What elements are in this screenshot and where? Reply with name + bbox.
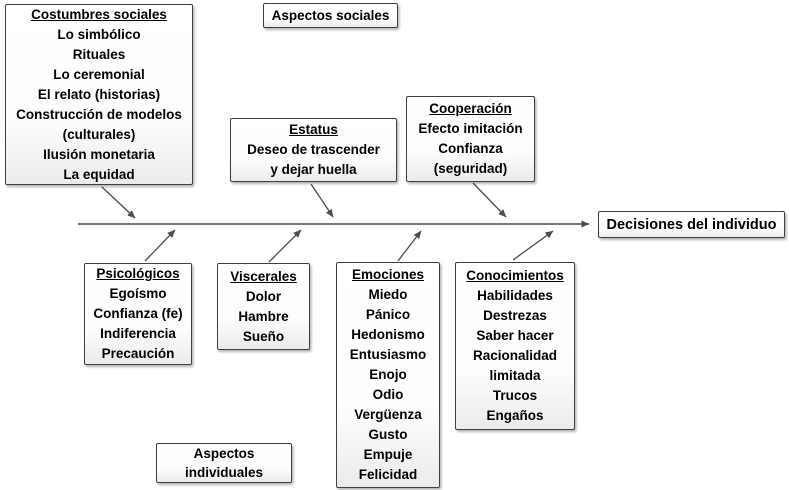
- cause-box-header: Emociones: [351, 267, 425, 282]
- cause-box-header: Viscerales: [230, 268, 297, 284]
- cause-item: Rituales: [72, 46, 126, 62]
- cause-box-costumbres-sociales: Costumbres sociales Lo simbólico Rituale…: [5, 4, 193, 185]
- cause-item: Ilusión monetaria: [43, 146, 155, 162]
- group-label-aspectos-sociales: Aspectos sociales: [263, 3, 398, 28]
- cause-box-header: Conocimientos: [466, 268, 564, 283]
- cause-item: Deseo de trascender y dejar huella: [247, 142, 380, 177]
- effect-box-label: Decisiones del individuo: [606, 216, 777, 233]
- cause-item: Lo simbólico: [57, 26, 141, 42]
- cause-box-emociones: Emociones Miedo Pánico Hedonismo Entusia…: [336, 262, 440, 488]
- cause-item: Gusto: [368, 427, 408, 442]
- group-label-text: Aspectos sociales: [271, 8, 390, 23]
- cause-item: Efecto imitación: [418, 121, 523, 136]
- arrow-emociones-to-spine: [397, 230, 422, 262]
- cause-item: Hedonismo: [351, 327, 425, 342]
- arrow-costumbres-to-spine: [101, 186, 136, 219]
- cause-item: Racionalidad limitada: [472, 348, 558, 383]
- cause-item: Enojo: [369, 367, 407, 382]
- cause-item: Indiferencia: [100, 326, 176, 341]
- cause-item: Pánico: [365, 307, 411, 322]
- cause-item: Hambre: [238, 308, 289, 324]
- cause-item: Trucos: [492, 388, 538, 403]
- cause-item: Engaños: [486, 408, 544, 423]
- cause-item: Empuje: [363, 447, 413, 462]
- cause-item: Egoísmo: [109, 286, 167, 301]
- cause-item: Habilidades: [477, 288, 553, 303]
- arrow-conocimientos-to-spine: [512, 230, 554, 261]
- cause-item: Construcción de modelos (culturales): [16, 106, 182, 142]
- arrow-psicologicos-to-spine: [144, 229, 176, 262]
- cause-box-conocimientos: Conocimientos Habilidades Destrezas Sabe…: [455, 262, 575, 430]
- cause-box-header: Cooperación: [429, 101, 512, 116]
- cause-item: Lo ceremonial: [53, 66, 145, 82]
- cause-box-header: Estatus: [289, 122, 338, 137]
- cause-item: Felicidad: [358, 467, 418, 482]
- cause-item: Destrezas: [483, 308, 547, 323]
- cause-box-cooperacion: Cooperación Efecto imitación Confianza (…: [406, 96, 535, 182]
- group-label-aspectos-individuales: Aspectos individuales: [156, 443, 292, 483]
- cause-item: Entusiasmo: [349, 347, 427, 362]
- group-label-text: Aspectos individuales: [184, 446, 264, 480]
- effect-box-decisiones: Decisiones del individuo: [598, 211, 785, 238]
- cause-item: Odio: [372, 387, 404, 402]
- cause-item: Miedo: [368, 287, 408, 302]
- cause-item: Saber hacer: [476, 328, 554, 343]
- cause-item: La equidad: [63, 166, 135, 182]
- cause-box-header: Psicológicos: [96, 266, 180, 281]
- cause-item: Dolor: [245, 288, 282, 304]
- cause-box-viscerales: Viscerales Dolor Hambre Sueño: [217, 263, 310, 350]
- cause-item: Vergüenza: [354, 407, 422, 422]
- cause-item: Precaución: [101, 346, 175, 361]
- cause-item: Confianza (fe): [93, 306, 183, 321]
- arrow-cooperacion-to-spine: [472, 182, 507, 218]
- cause-box-header: Costumbres sociales: [31, 6, 167, 22]
- arrow-viscerales-to-spine: [268, 229, 302, 263]
- cause-item: El relato (historias): [37, 86, 161, 102]
- cause-item: Confianza (seguridad): [433, 141, 508, 176]
- cause-box-estatus: Estatus Deseo de trascender y dejar huel…: [230, 118, 397, 182]
- arrow-estatus-to-spine: [310, 183, 334, 218]
- cause-item: Sueño: [242, 328, 285, 344]
- cause-box-psicologicos: Psicológicos Egoísmo Confianza (fe) Indi…: [84, 263, 192, 365]
